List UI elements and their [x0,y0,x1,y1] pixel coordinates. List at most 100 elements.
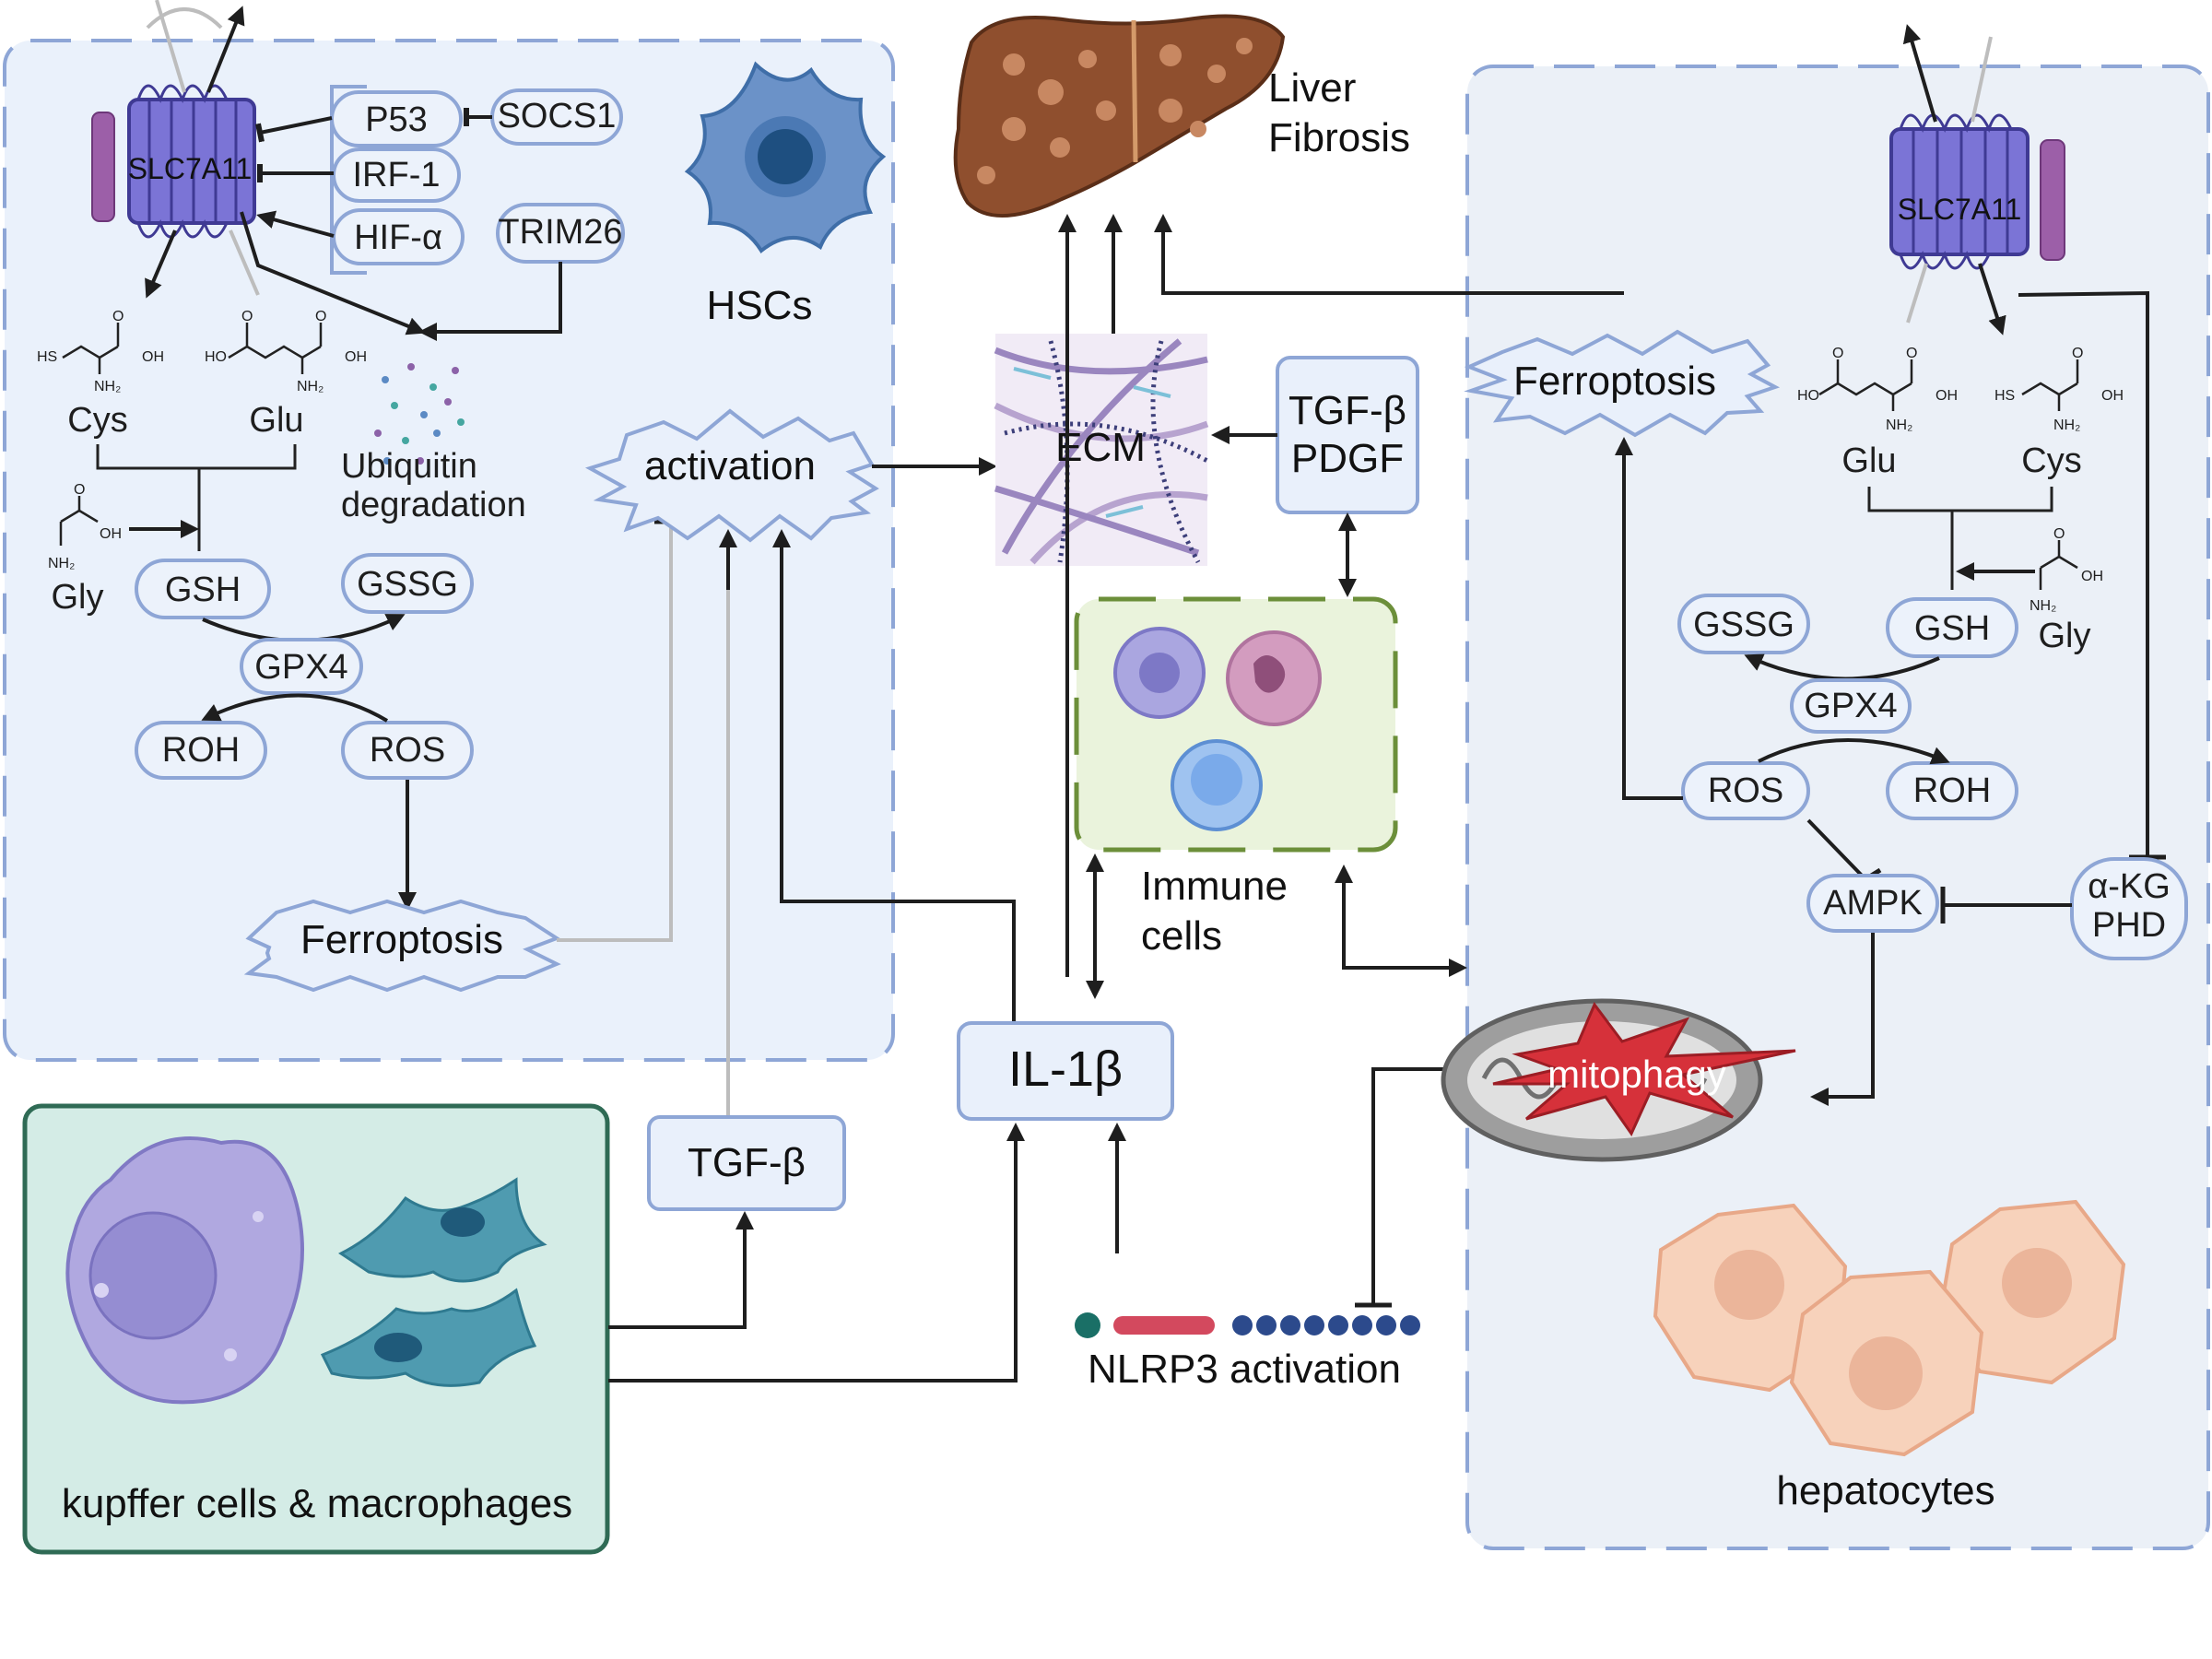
ferroptosis-label-hsc: Ferroptosis [300,917,503,962]
gsh-label-hep: GSH [1914,609,1990,648]
phd-label: PHD [2092,906,2166,945]
cells-label: cells [1141,913,1222,959]
ampk-node [1806,874,1939,933]
immune-label: Immune [1141,864,1288,909]
roh-node-hsc [135,721,267,780]
hif-alpha-node [332,208,465,265]
svg-text:OH: OH [2101,388,2124,404]
nlrp3-label: NLRP3 activation [1088,1347,1401,1392]
tgfb-label-lower: TGF-β [688,1140,806,1185]
trim26-label: TRIM26 [498,213,622,252]
akg-label: α-KG [2088,867,2171,906]
hsc-cell-icon [684,61,887,253]
ampk-label: AMPK [1823,884,1923,923]
ferroptosis-label-hep: Ferroptosis [1513,359,1716,404]
roh-node-hep [1886,761,2018,820]
ecm-icon [994,334,1209,566]
gpx4-node-hsc [240,638,363,695]
slc7a11-transporter-hsc [91,0,260,299]
slc7a11-label-hsc: SLC7A11 [128,152,253,185]
ros-label-hep: ROS [1708,771,1783,810]
ecm-label: ECM [1055,425,1146,470]
hepatocyte-panel [1465,65,2210,1550]
roh-label-hsc: ROH [162,731,240,770]
gly-structure-hsc: O OH NH₂ [48,482,122,571]
svg-text:OH: OH [1936,388,1958,404]
svg-text:HO: HO [205,349,227,365]
immune-cells-icon [1113,627,1322,831]
cys-label-hsc: Cys [67,401,127,440]
socs1-label: SOCS1 [498,97,617,135]
gpx4-node-hep [1790,678,1912,734]
akg-phd-node [2070,857,2188,960]
slc7a11-label-hep: SLC7A11 [1898,193,2022,226]
ferroptosis-burst-hep [1464,329,1781,438]
svg-text:OH: OH [142,349,164,365]
glu-structure-hep: HO O O OH NH₂ [1797,346,1958,433]
svg-text:O: O [112,309,124,324]
svg-text:O: O [1906,346,1917,361]
p53-label: P53 [365,100,428,139]
svg-text:HS: HS [1994,388,2015,404]
tgfb-label-box: TGF-β [1288,388,1406,433]
ros-node-hep [1681,761,1810,820]
gly-label-hep: Gly [2039,617,2091,655]
liver-fibrosis-icon [953,14,1286,218]
kupffer-label: kupffer cells & macrophages [62,1481,572,1526]
svg-text:OH: OH [345,349,367,365]
glu-label-hep: Glu [1841,441,1896,480]
gly-label-hsc: Gly [52,578,104,617]
hif-alpha-label: HIF-α [354,218,442,257]
glu-structure-hsc: HO O O OH NH₂ [205,309,367,394]
svg-text:O: O [2053,526,2065,542]
glu-label-hsc: Glu [249,401,303,440]
il1b-label: IL-1β [1008,1041,1123,1097]
gssg-node-hsc [341,553,474,614]
hepatocytes-icon [1653,1199,2126,1457]
svg-text:HO: HO [1797,388,1819,404]
svg-text:HS: HS [37,349,57,365]
pdgf-label-box: PDGF [1291,436,1404,481]
roh-label-hep: ROH [1913,771,1991,810]
cys-structure-hsc: HS O OH NH₂ [37,309,164,394]
ubiquitin-particles [374,363,465,465]
svg-text:OH: OH [100,526,122,542]
activation-label: activation [644,443,816,488]
activation-burst [584,408,879,543]
gpx4-label-hsc: GPX4 [254,648,347,687]
gssg-label-hep: GSSG [1693,606,1794,644]
irf1-label: IRF-1 [353,156,441,194]
ros-label-hsc: ROS [370,731,445,770]
liver-label: Liver [1268,65,1356,111]
tgfb-box-lower [647,1115,846,1211]
gsh-node-hep [1886,597,2018,658]
svg-text:O: O [315,309,326,324]
svg-text:NH₂: NH₂ [48,556,75,571]
hepatocytes-label: hepatocytes [1776,1468,1994,1513]
gpx4-label-hep: GPX4 [1804,687,1897,725]
svg-text:O: O [241,309,253,324]
fibrosis-label: Fibrosis [1268,115,1410,160]
svg-text:NH₂: NH₂ [94,379,121,394]
svg-text:NH₂: NH₂ [297,379,324,394]
cys-label-hep: Cys [2021,441,2081,480]
cys-structure-hep: HS O OH NH₂ [1994,346,2124,433]
svg-text:O: O [1832,346,1843,361]
gsh-label-hsc: GSH [165,571,241,609]
gssg-label-hsc: GSSG [357,565,458,604]
gssg-node-hep [1677,594,1810,654]
gly-structure-hep: O OH NH₂ [2030,526,2103,614]
svg-text:OH: OH [2081,569,2103,584]
ros-node-hsc [341,721,474,780]
svg-text:NH₂: NH₂ [2030,598,2056,614]
ferroptosis-burst-hsc [243,899,561,993]
il1b-box [957,1021,1174,1121]
degradation-label: degradation [341,486,526,524]
mitophagy-burst [1492,1002,1796,1137]
mitophagy-label: mitophagy [1547,1053,1726,1096]
ubiquitin-label: Ubiquitin [341,447,477,486]
svg-text:O: O [2072,346,2083,361]
hscs-label: HSCs [707,283,813,328]
tgfb-pdgf-box [1276,356,1419,514]
